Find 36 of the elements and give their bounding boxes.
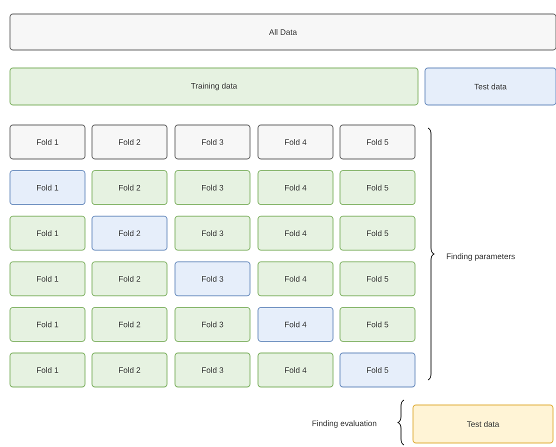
data-box: Fold 1 (10, 216, 86, 251)
data-box: Fold 2 (92, 170, 168, 206)
data-box: Fold 3 (174, 306, 250, 342)
data-box: Fold 4 (258, 124, 334, 160)
annotation-text: Finding evaluation (312, 420, 376, 428)
data-box: Fold 3 (174, 170, 250, 206)
data-box: Fold 5 (340, 170, 416, 206)
data-box: Fold 1 (10, 352, 86, 388)
data-box: Fold 5 (340, 352, 416, 388)
data-box: Fold 4 (258, 352, 334, 388)
data-box: Training data (10, 68, 418, 106)
data-box: Fold 5 (340, 306, 416, 342)
data-box: Fold 2 (92, 124, 168, 160)
data-box: Fold 4 (258, 216, 334, 251)
data-box: Fold 1 (10, 306, 86, 342)
data-box: Fold 3 (174, 261, 250, 296)
data-box: Fold 3 (174, 216, 250, 251)
data-box: Test data (424, 68, 556, 106)
data-box: Fold 1 (10, 261, 86, 296)
data-box: Fold 1 (10, 170, 86, 206)
data-box: Fold 2 (92, 352, 168, 388)
data-box: Fold 2 (92, 306, 168, 342)
data-box: Fold 3 (174, 124, 250, 160)
data-box: Fold 5 (340, 216, 416, 251)
data-box: Fold 5 (340, 124, 416, 160)
data-box: Fold 4 (258, 170, 334, 206)
data-box: Fold 2 (92, 261, 168, 296)
data-box: Fold 4 (258, 306, 334, 342)
data-box: Fold 3 (174, 352, 250, 388)
data-box: Fold 4 (258, 261, 334, 296)
data-box: Fold 2 (92, 216, 168, 251)
data-box: Fold 5 (340, 261, 416, 296)
annotation-text: Finding parameters (446, 253, 515, 261)
data-box: Fold 1 (10, 124, 86, 160)
data-box: Test data (412, 404, 554, 444)
data-box: All Data (10, 14, 556, 50)
